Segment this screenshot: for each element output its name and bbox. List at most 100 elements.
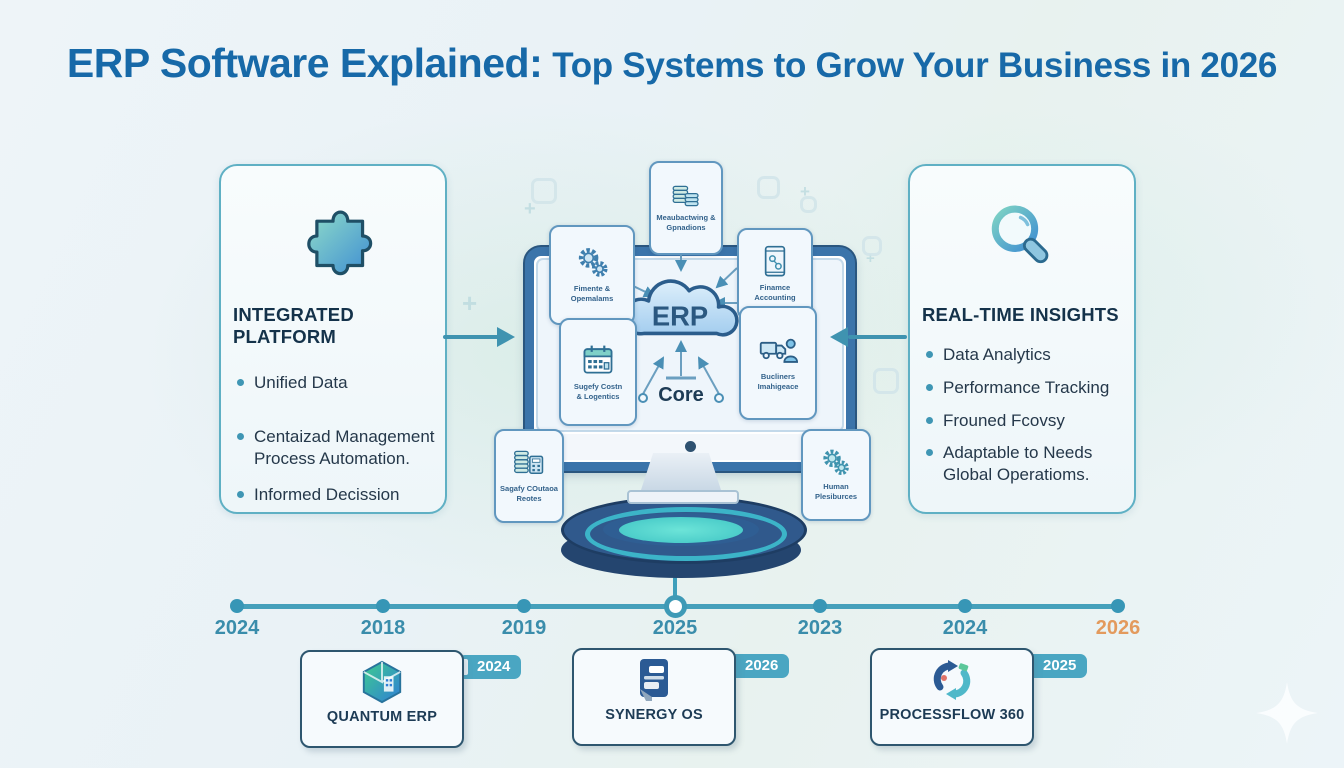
module-label: Bucliners Imahigeace: [757, 372, 799, 391]
right-arrowhead-icon: [497, 327, 515, 347]
processflow-360-logo: [933, 660, 971, 700]
module-supply-chain-logistics: Sugefy Costn & Logentics: [559, 318, 637, 426]
timeline-year: 2018: [360, 617, 406, 639]
year-badge-text: 2024: [477, 658, 511, 675]
bullet-text: Centaizad Management Process Automation.: [254, 426, 435, 468]
timeline-current-dot: [664, 595, 687, 618]
webcam-dot: [685, 441, 696, 452]
timeline-dot: [376, 599, 390, 613]
bullet-text: Frouned Fcovsy: [943, 410, 1065, 430]
product-name: QUANTUM ERP: [326, 709, 438, 725]
module-label: Finamce Accounting: [754, 283, 796, 302]
left-arrowhead-icon: [830, 327, 848, 347]
plus-decor: +: [866, 250, 875, 267]
plus-decor: +: [524, 198, 536, 220]
page-title-sub: Top Systems to Grow Your Business in 202…: [552, 46, 1278, 85]
sparkle-icon: [1256, 682, 1318, 744]
timeline-dot: [813, 599, 827, 613]
timeline-dot: [1111, 599, 1125, 613]
calendar-icon: [583, 345, 613, 374]
year-badge-text: 2025: [1043, 657, 1077, 674]
pedestal-teal-ring: [585, 507, 787, 561]
module-finance-accounting: Finamce Accounting: [737, 228, 813, 320]
monitor-stand: [640, 453, 722, 493]
core-label: Core: [658, 384, 704, 406]
coins-icon: [672, 186, 699, 207]
timeline-year: 2023: [797, 617, 843, 639]
timeline-dot: [958, 599, 972, 613]
bullet-text: Unified Data: [254, 373, 348, 392]
product-card-processflow-360: PROCESSFLOW 360: [870, 648, 1034, 746]
puzzle-icon: [221, 192, 445, 288]
timeline-year: 2025: [652, 617, 698, 639]
bullet-text: Performance Tracking: [943, 377, 1110, 397]
pedestal-core: [619, 517, 743, 543]
right-panel-list: Data Analytics Performance Tracking Frou…: [910, 344, 1134, 486]
gears-icon: [578, 248, 608, 278]
timeline-year-highlight: 2026: [1095, 617, 1141, 639]
bullet-text: Adaptable to Needs Global Operatioms.: [943, 443, 1093, 484]
list-item: Centaizad Management Process Automation.: [237, 426, 435, 470]
square-decor: [531, 178, 557, 204]
gears-icon: [823, 449, 849, 476]
square-decor: [757, 176, 780, 199]
tablet-icon: [764, 246, 786, 277]
module-label: Sagafy COutaoa Reotes: [500, 484, 558, 503]
pedestal-timeline-stem: [673, 574, 677, 602]
module-label: Fimente & Opemalams: [570, 284, 614, 303]
module-label: Human Plesiburces: [814, 482, 858, 501]
truck-person-icon: [759, 338, 798, 364]
module-label: Sugefy Costn & Logentics: [573, 382, 623, 401]
module-business-intelligence: Bucliners Imahigeace: [739, 306, 817, 420]
bullet-text: Data Analytics: [943, 345, 1051, 364]
timeline-year: 2019: [501, 617, 547, 639]
bullet-dot: [237, 379, 244, 386]
real-time-insights-panel: REAL-TIME INSIGHTS Data Analytics Perfor…: [908, 164, 1136, 514]
year-badge: 2026: [726, 654, 790, 678]
year-badge: 2024: [458, 655, 522, 679]
square-decor: [862, 236, 882, 256]
bullet-dot: [926, 449, 933, 457]
bullet-dot: [237, 491, 244, 499]
bullet-text: Informed Decission: [254, 485, 400, 505]
module-label: Meaubactwing & Gpnadions: [656, 213, 716, 232]
right-arrow-line: [848, 335, 907, 339]
left-arrow-line: [443, 335, 499, 339]
product-card-synergy-os: SYNERGY OS: [572, 648, 736, 746]
timeline-dot: [517, 599, 531, 613]
product-name: SYNERGY OS: [605, 707, 703, 723]
left-panel-list: Unified Data Centaizad Management Proces…: [221, 372, 445, 506]
timeline-dot: [230, 599, 244, 613]
quantum-erp-logo: [362, 660, 402, 704]
timeline-year: 2024: [214, 617, 260, 639]
erp-cloud-label: ERP: [652, 300, 708, 331]
timeline-year: 2024: [942, 617, 988, 639]
bullet-dot: [926, 351, 933, 358]
plus-decor: +: [462, 288, 478, 318]
module-manufacturing-operations: Meaubactwing & Gpnadions: [649, 161, 723, 255]
page-title-main: ERP Software Explained:: [66, 40, 543, 86]
list-item: Unified Data: [237, 372, 435, 394]
module-supply-customer: Sagafy COutaoa Reotes: [494, 429, 564, 523]
bullet-dot: [926, 416, 933, 424]
module-human-resources: Human Plesiburces: [801, 429, 871, 521]
left-panel-heading: INTEGRATED PLATFORM: [233, 304, 354, 347]
list-item: Adaptable to Needs Global Operatioms.: [926, 442, 1124, 486]
year-badge-text: 2026: [745, 657, 779, 674]
coins-calculator-icon: [514, 450, 544, 475]
list-item: Performance Tracking: [926, 377, 1124, 399]
list-item: Frouned Fcovsy: [926, 410, 1124, 432]
list-item: Data Analytics: [926, 344, 1124, 366]
square-decor: [873, 368, 899, 394]
product-card-quantum-erp: QUANTUM ERP: [300, 650, 464, 748]
bullet-dot: [926, 383, 933, 391]
monitor-stand-base: [627, 490, 739, 504]
page-title: ERP Software Explained:Top Systems to Gr…: [0, 40, 1344, 87]
plus-decor: +: [800, 182, 810, 201]
square-decor: [800, 196, 817, 213]
right-panel-heading: REAL-TIME INSIGHTS: [922, 304, 1119, 325]
synergy-os-logo: [640, 659, 668, 701]
magnifier-icon: [910, 192, 1134, 288]
module-finance-operations: Fimente & Opemalams: [549, 225, 635, 325]
